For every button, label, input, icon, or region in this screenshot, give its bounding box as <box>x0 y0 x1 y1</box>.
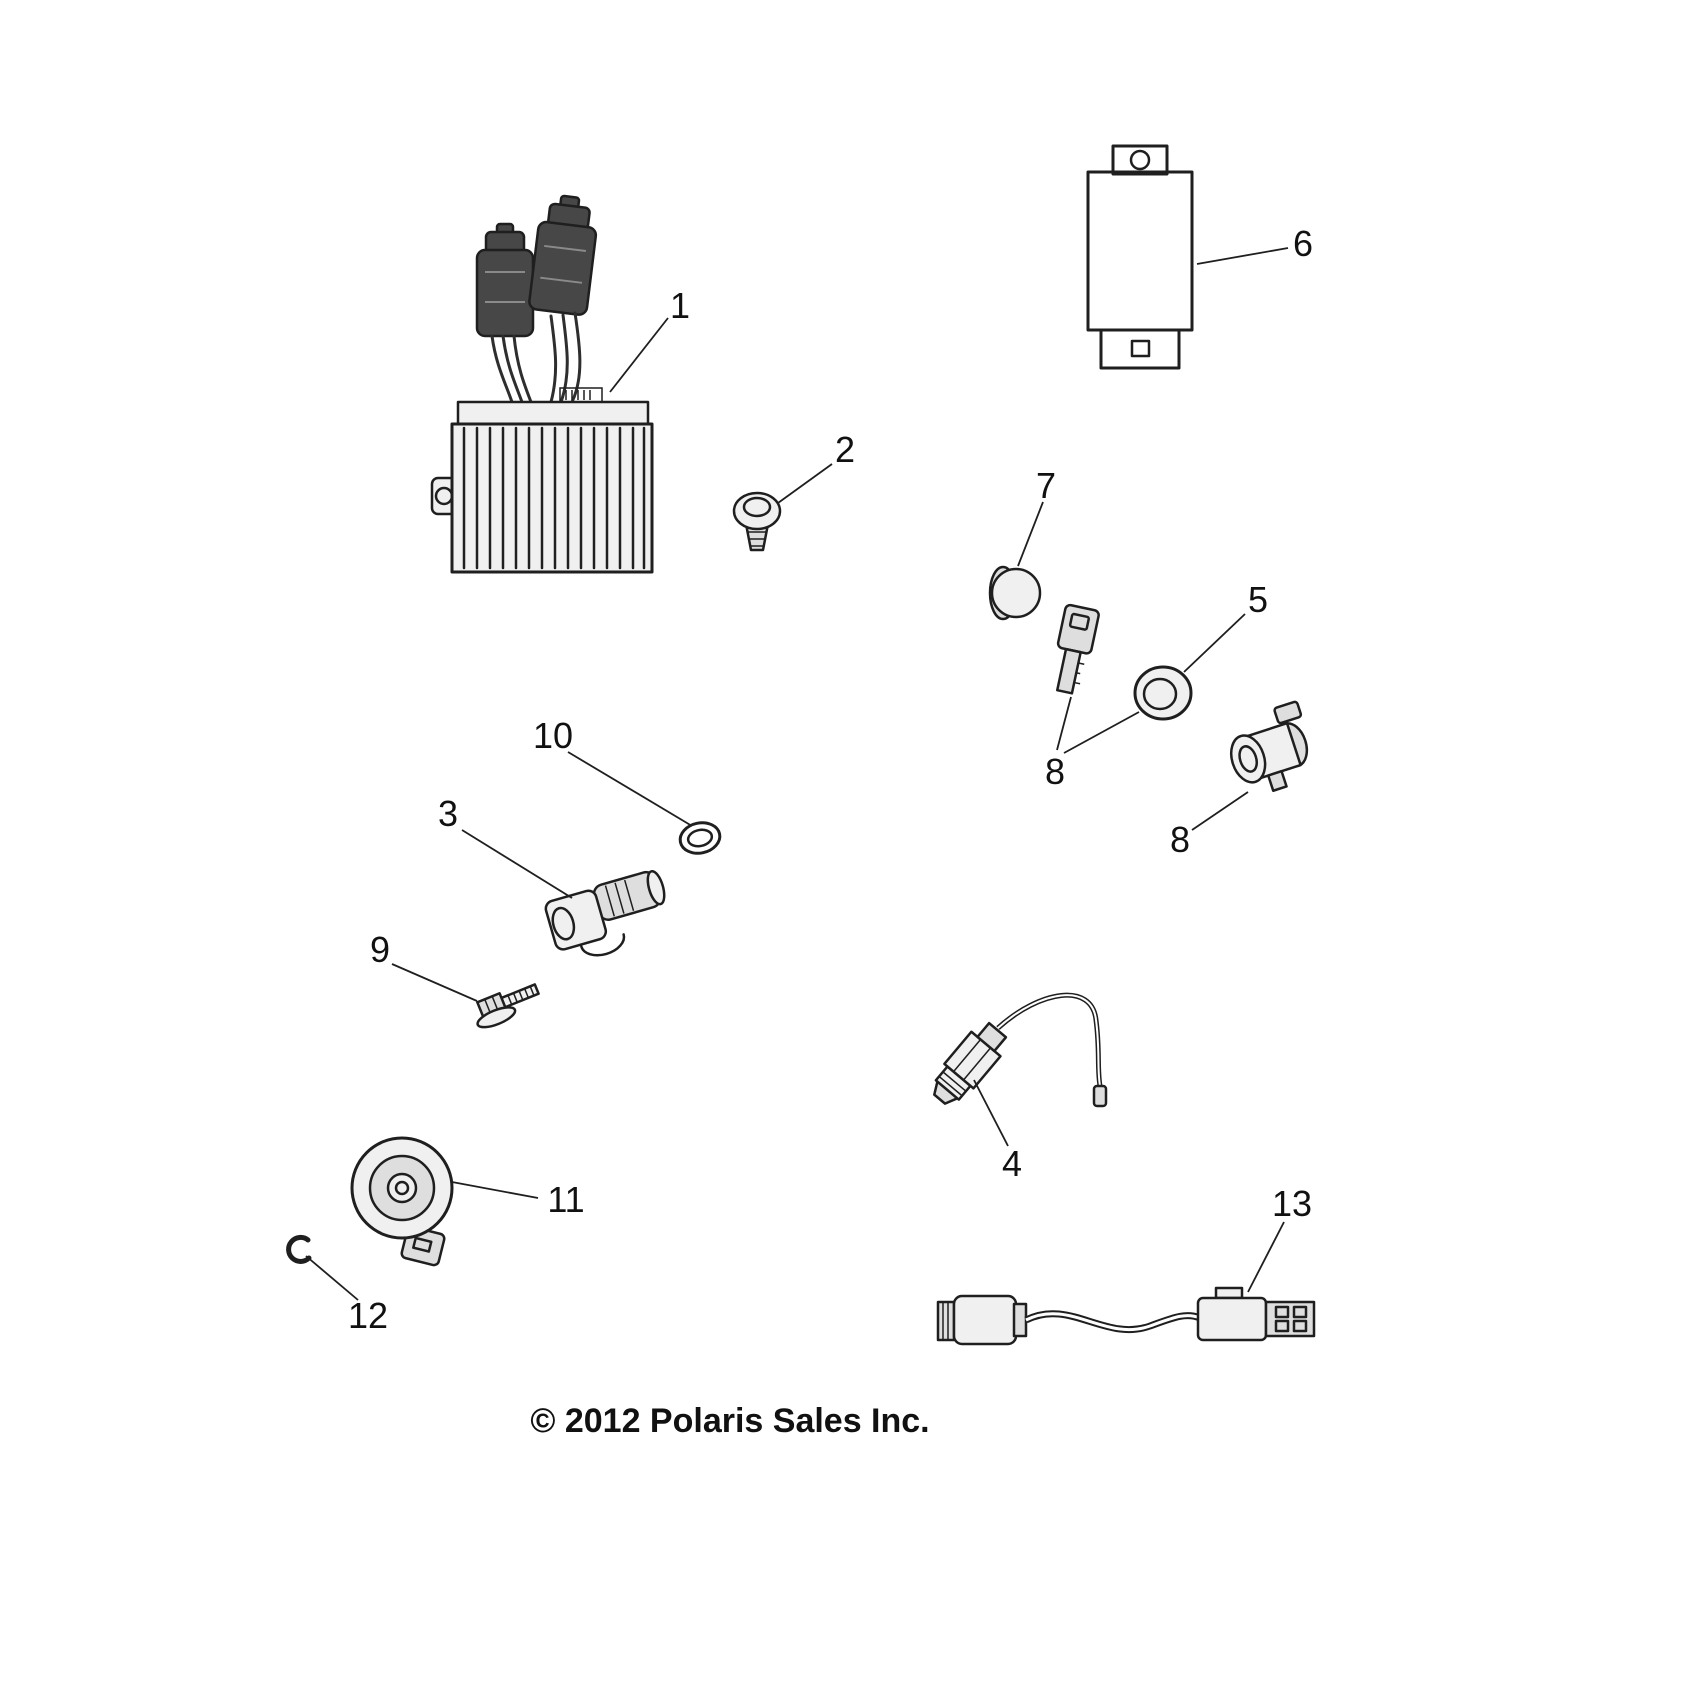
callout-11: 11 <box>547 1179 584 1220</box>
callout-6: 6 <box>1293 223 1313 264</box>
part-o-ring <box>678 821 722 855</box>
callout-9: 9 <box>370 929 390 970</box>
part-ignition-switch <box>1229 700 1309 793</box>
part-voltage-regulator <box>430 194 654 574</box>
part-screw <box>732 491 782 552</box>
callout-8a: 8 <box>1045 751 1065 792</box>
callout-7: 7 <box>1036 465 1056 506</box>
leader-line-10 <box>567 751 693 827</box>
part-cap <box>988 565 1042 621</box>
callout-13: 13 <box>1272 1183 1312 1224</box>
regulator-connector-right <box>528 194 598 316</box>
leader-line-8a-key <box>1056 696 1072 751</box>
callout-4: 4 <box>1002 1143 1022 1184</box>
regulator-body <box>430 387 654 574</box>
part-horn <box>350 1136 454 1267</box>
leader-line-8a-bezel <box>1063 711 1140 754</box>
leader-line-1 <box>609 317 669 393</box>
leader-line-3 <box>461 829 573 899</box>
part-e-clip <box>286 1234 312 1264</box>
leader-line-7 <box>1017 501 1044 567</box>
part-bolt <box>476 983 540 1029</box>
callout-3: 3 <box>438 793 458 834</box>
callout-8b: 8 <box>1170 819 1190 860</box>
leader-line-13 <box>1247 1221 1285 1293</box>
callout-1: 1 <box>670 285 690 326</box>
leader-line-2 <box>777 463 833 504</box>
leader-line-11 <box>451 1181 539 1199</box>
part-key <box>1056 603 1100 695</box>
part-temp-switch <box>933 992 1108 1108</box>
callout-5: 5 <box>1248 579 1268 620</box>
leader-line-4 <box>973 1079 1009 1147</box>
callout-10: 10 <box>533 715 573 756</box>
leader-line-12 <box>305 1255 359 1301</box>
leader-line-9 <box>391 963 478 1002</box>
part-relay <box>1086 144 1194 370</box>
callout-2: 2 <box>835 429 855 470</box>
part-speed-sensor <box>544 869 666 957</box>
regulator-connector-left <box>475 222 535 338</box>
leader-line-5 <box>1183 613 1246 673</box>
leader-line-8b <box>1191 791 1249 831</box>
leader-line-6 <box>1196 247 1289 265</box>
copyright-text: © 2012 Polaris Sales Inc. <box>530 1402 929 1440</box>
temp-switch-wire <box>996 992 1103 1087</box>
part-adapter-harness <box>936 1286 1316 1346</box>
callout-12: 12 <box>348 1295 388 1336</box>
part-bezel-nut <box>1133 665 1193 721</box>
regulator-wires <box>490 311 582 404</box>
